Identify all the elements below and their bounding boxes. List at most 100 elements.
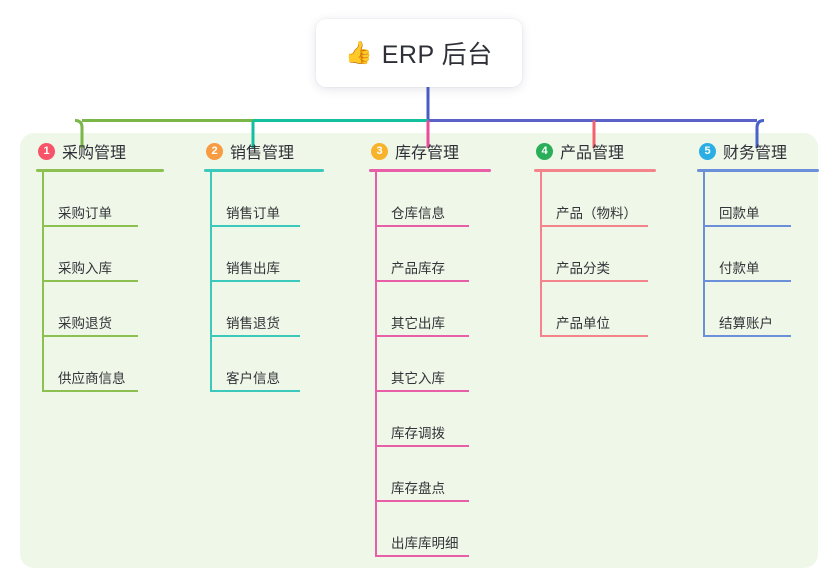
branch-item-underline <box>42 280 138 282</box>
branch-item[interactable]: 产品单位 <box>540 282 681 337</box>
branch-item-label: 仓库信息 <box>391 206 445 221</box>
branch-title-product: 产品管理 <box>560 145 625 162</box>
branch-item[interactable]: 结算账户 <box>703 282 818 337</box>
branch-item[interactable]: 付款单 <box>703 227 818 282</box>
branch-item[interactable]: 客户信息 <box>210 337 353 392</box>
branch-item-underline <box>42 225 138 227</box>
branch-item-label: 销售出库 <box>226 261 280 276</box>
branch-item-label: 销售订单 <box>226 206 280 221</box>
branch-spine-finance <box>703 172 705 337</box>
branch-title-inventory: 库存管理 <box>395 145 460 162</box>
branch-item[interactable]: 采购退货 <box>42 282 188 337</box>
branch-item[interactable]: 出库库明细 <box>375 502 518 557</box>
branch-item-underline <box>375 390 469 392</box>
branch-item-label: 产品单位 <box>556 316 610 331</box>
branch-item[interactable]: 产品（物料） <box>540 172 681 227</box>
branch-item-underline <box>375 335 469 337</box>
branch-rule-product <box>534 169 656 172</box>
branch-item-underline <box>375 555 469 557</box>
branch-columns: 1 采购管理采购订单采购入库采购退货供应商信息 2 销售管理销售订单销售出库销售退货客… <box>20 133 819 568</box>
branch-item-underline <box>703 225 791 227</box>
branch-item-label: 结算账户 <box>719 316 773 331</box>
branch-item-label: 销售退货 <box>226 316 280 331</box>
branch-item-label: 出库库明细 <box>391 536 459 551</box>
branch-item-underline <box>703 335 791 337</box>
branch-item[interactable]: 产品分类 <box>540 227 681 282</box>
branch-rule-sales <box>204 169 324 172</box>
branch-title-purchasing: 采购管理 <box>62 145 127 162</box>
branch-item-underline <box>703 280 791 282</box>
branch-number-badge-purchasing: 1 <box>38 142 55 160</box>
branch-column-finance[interactable]: 5 财务管理回款单付款单结算账户 <box>681 133 819 337</box>
branch-rule-inventory <box>369 169 491 172</box>
branch-item-label: 产品（物料） <box>556 206 637 221</box>
branch-item-list-purchasing: 采购订单采购入库采购退货供应商信息 <box>42 172 188 392</box>
branch-item[interactable]: 库存盘点 <box>375 447 518 502</box>
branch-spine-product <box>540 172 542 337</box>
branch-item-underline <box>375 445 469 447</box>
root-node-title: ERP 后台 <box>381 41 493 69</box>
branch-item[interactable]: 其它出库 <box>375 282 518 337</box>
branch-column-inventory[interactable]: 3 库存管理仓库信息产品库存其它出库其它入库库存调拨库存盘点出库库明细 <box>353 133 518 557</box>
branch-item[interactable]: 销售订单 <box>210 172 353 227</box>
branch-header-inventory[interactable]: 3 库存管理 <box>353 133 518 169</box>
branch-item-label: 其它出库 <box>391 316 445 331</box>
branch-header-finance[interactable]: 5 财务管理 <box>681 133 818 169</box>
branch-item[interactable]: 其它入库 <box>375 337 518 392</box>
branch-spine-purchasing <box>42 172 44 392</box>
branch-spine-sales <box>210 172 212 392</box>
branch-item-label: 客户信息 <box>226 371 280 386</box>
branch-item-underline <box>210 225 300 227</box>
branch-item-underline <box>210 390 300 392</box>
branch-item[interactable]: 产品库存 <box>375 227 518 282</box>
branch-item[interactable]: 仓库信息 <box>375 172 518 227</box>
branch-item-label: 产品库存 <box>391 261 445 276</box>
branch-item[interactable]: 库存调拨 <box>375 392 518 447</box>
branch-item-label: 付款单 <box>719 261 760 276</box>
branch-item-underline <box>375 280 469 282</box>
branch-item-label: 采购入库 <box>58 261 112 276</box>
branch-number-badge-product: 4 <box>536 142 553 160</box>
branch-item-list-product: 产品（物料） 产品分类产品单位 <box>540 172 681 337</box>
branch-item-underline <box>210 335 300 337</box>
branch-item[interactable]: 销售出库 <box>210 227 353 282</box>
branch-item-label: 供应商信息 <box>58 371 126 386</box>
branch-item-underline <box>42 335 138 337</box>
branch-item-label: 库存盘点 <box>391 481 445 496</box>
branch-item-underline <box>375 500 469 502</box>
branch-header-sales[interactable]: 2 销售管理 <box>188 133 353 169</box>
root-node-card[interactable]: 👍 ERP 后台 <box>316 19 522 87</box>
branch-item-label: 采购退货 <box>58 316 112 331</box>
thumbs-up-icon: 👍 <box>345 40 373 65</box>
branch-item-label: 产品分类 <box>556 261 610 276</box>
branch-column-purchasing[interactable]: 1 采购管理采购订单采购入库采购退货供应商信息 <box>20 133 188 392</box>
branch-item-label: 回款单 <box>719 206 760 221</box>
branch-item[interactable]: 采购订单 <box>42 172 188 227</box>
branch-number-badge-sales: 2 <box>206 142 223 160</box>
branch-item[interactable]: 回款单 <box>703 172 818 227</box>
branch-column-product[interactable]: 4 产品管理产品（物料） 产品分类产品单位 <box>518 133 681 337</box>
branch-rule-finance <box>697 169 819 172</box>
branch-rule-purchasing <box>36 169 164 172</box>
branch-item-label: 采购订单 <box>58 206 112 221</box>
branch-title-finance: 财务管理 <box>723 145 788 162</box>
branch-column-sales[interactable]: 2 销售管理销售订单销售出库销售退货客户信息 <box>188 133 353 392</box>
branch-item-underline <box>375 225 469 227</box>
branch-item[interactable]: 销售退货 <box>210 282 353 337</box>
branch-item[interactable]: 供应商信息 <box>42 337 188 392</box>
branch-number-badge-finance: 5 <box>699 142 716 160</box>
branch-item-underline <box>540 280 648 282</box>
branch-item-underline <box>540 335 648 337</box>
branch-item-underline <box>540 225 648 227</box>
branch-header-product[interactable]: 4 产品管理 <box>518 133 681 169</box>
branch-item-label: 其它入库 <box>391 371 445 386</box>
branch-item-underline <box>210 280 300 282</box>
branch-item-underline <box>42 390 138 392</box>
branch-header-purchasing[interactable]: 1 采购管理 <box>20 133 188 169</box>
branch-item-list-sales: 销售订单销售出库销售退货客户信息 <box>210 172 353 392</box>
branch-spine-inventory <box>375 172 377 557</box>
branch-item-label: 库存调拨 <box>391 426 445 441</box>
branch-title-sales: 销售管理 <box>230 145 295 162</box>
branch-item[interactable]: 采购入库 <box>42 227 188 282</box>
branch-number-badge-inventory: 3 <box>371 142 388 160</box>
